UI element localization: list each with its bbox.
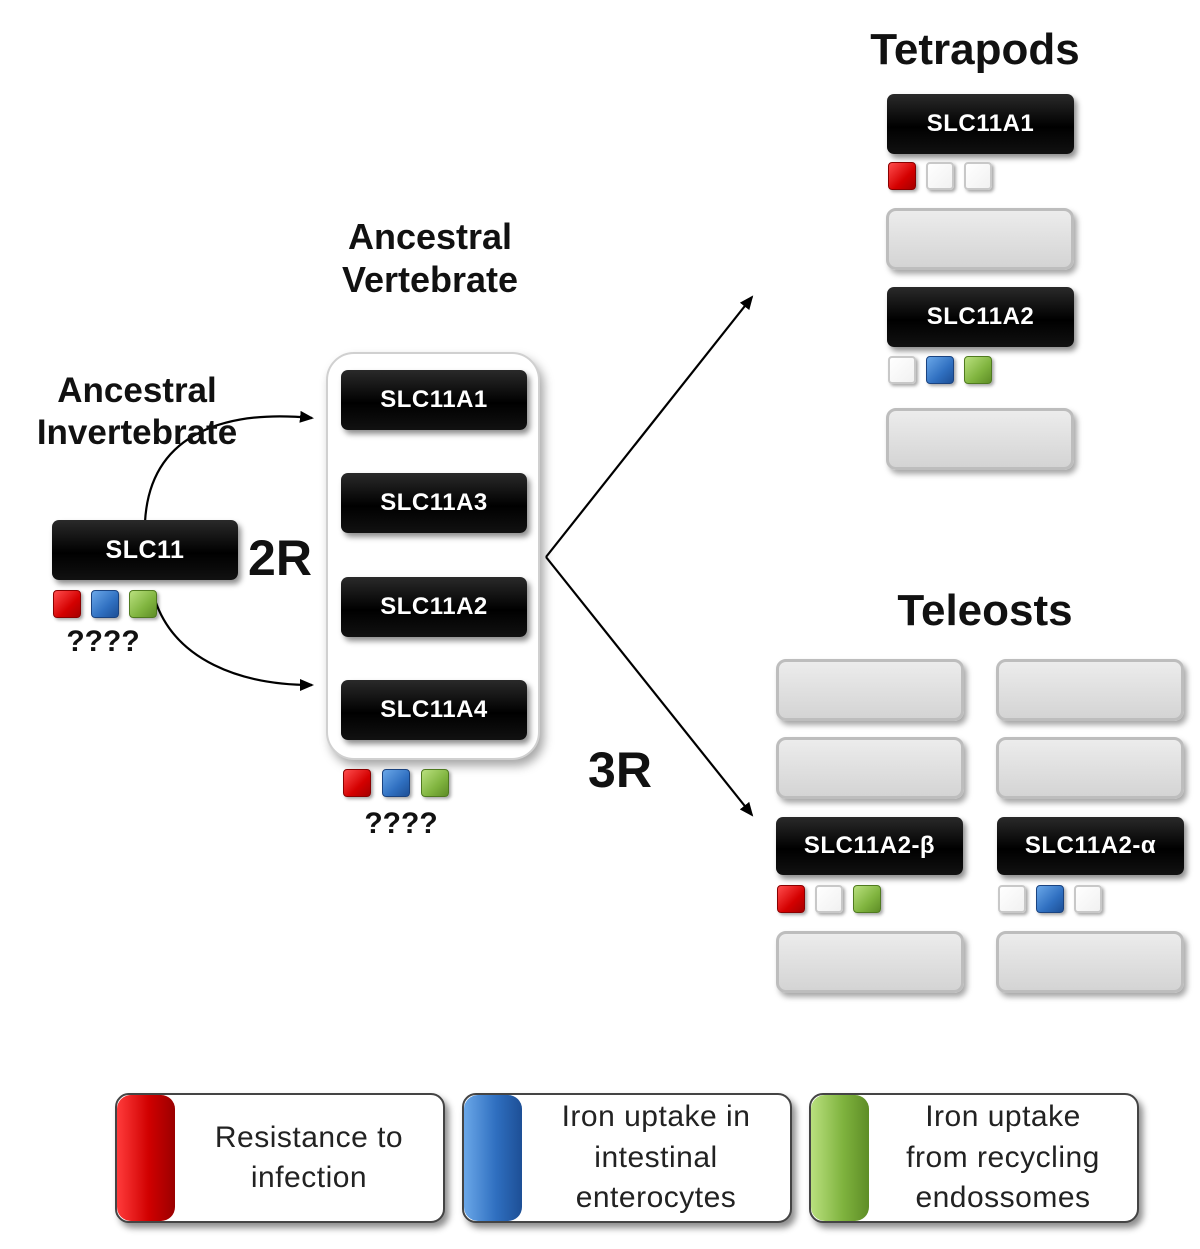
marker-red xyxy=(343,769,371,797)
gene-slc11: SLC11 xyxy=(52,520,238,580)
arrow-vertebrate-to-teleosts xyxy=(545,556,754,817)
unknown-function-vertebrate: ???? xyxy=(364,807,438,840)
legend-label: Iron uptake from recycling endossomes xyxy=(906,1100,1100,1215)
label-tetrapods: Tetrapods xyxy=(870,25,1080,74)
marker-green xyxy=(129,590,157,618)
lost-gene xyxy=(996,737,1184,799)
lost-gene xyxy=(886,408,1074,470)
legend-swatch-red xyxy=(117,1095,175,1221)
label-2r: 2R xyxy=(248,530,312,586)
marker-empty xyxy=(998,885,1026,913)
legend-item-iron-intestinal: Iron uptake in intestinal enterocytes xyxy=(462,1093,792,1223)
marker-green xyxy=(964,356,992,384)
marker-blue xyxy=(926,356,954,384)
marker-red xyxy=(777,885,805,913)
lost-gene xyxy=(996,931,1184,993)
marker-blue xyxy=(91,590,119,618)
gene-vertebrate-slc11a3: SLC11A3 xyxy=(341,473,527,533)
gene-vertebrate-slc11a4: SLC11A4 xyxy=(341,680,527,740)
lost-gene xyxy=(886,208,1074,270)
marker-red xyxy=(888,162,916,190)
label-ancestral-invertebrate: Ancestral Invertebrate xyxy=(36,371,238,452)
gene-vertebrate-slc11a2: SLC11A2 xyxy=(341,577,527,637)
gene-tetrapod-slc11a2: SLC11A2 xyxy=(887,287,1074,347)
marker-blue xyxy=(1036,885,1064,913)
label-3r: 3R xyxy=(588,742,652,798)
lost-gene xyxy=(776,931,964,993)
marker-green xyxy=(421,769,449,797)
lost-gene xyxy=(996,659,1184,721)
lost-gene xyxy=(776,659,964,721)
arrow-invertebrate-to-a1 xyxy=(143,410,314,523)
arrow-invertebrate-to-a4 xyxy=(153,599,314,691)
label-ancestral-vertebrate: Ancestral Vertebrate xyxy=(341,216,519,301)
legend-label: Resistance to infection xyxy=(214,1120,404,1195)
marker-red xyxy=(53,590,81,618)
legend-swatch-green xyxy=(811,1095,869,1221)
lost-gene xyxy=(776,737,964,799)
legend-item-iron-endosomes: Iron uptake from recycling endossomes xyxy=(809,1093,1139,1223)
marker-empty xyxy=(1074,885,1102,913)
marker-green xyxy=(853,885,881,913)
gene-teleost-slc11a2-beta: SLC11A2-β xyxy=(776,817,963,875)
arrow-vertebrate-to-tetrapods xyxy=(545,295,754,558)
unknown-function-invertebrate: ???? xyxy=(66,625,140,658)
gene-vertebrate-slc11a1: SLC11A1 xyxy=(341,370,527,430)
marker-empty xyxy=(926,162,954,190)
marker-blue xyxy=(382,769,410,797)
legend-label: Iron uptake in intestinal enterocytes xyxy=(561,1100,751,1215)
marker-empty xyxy=(815,885,843,913)
legend-swatch-blue xyxy=(464,1095,522,1221)
marker-empty xyxy=(964,162,992,190)
gene-teleost-slc11a2-alpha: SLC11A2-α xyxy=(997,817,1184,875)
legend-item-resistance: Resistance to infection xyxy=(115,1093,445,1223)
gene-tetrapod-slc11a1: SLC11A1 xyxy=(887,94,1074,154)
marker-empty xyxy=(888,356,916,384)
label-teleosts: Teleosts xyxy=(897,586,1073,635)
